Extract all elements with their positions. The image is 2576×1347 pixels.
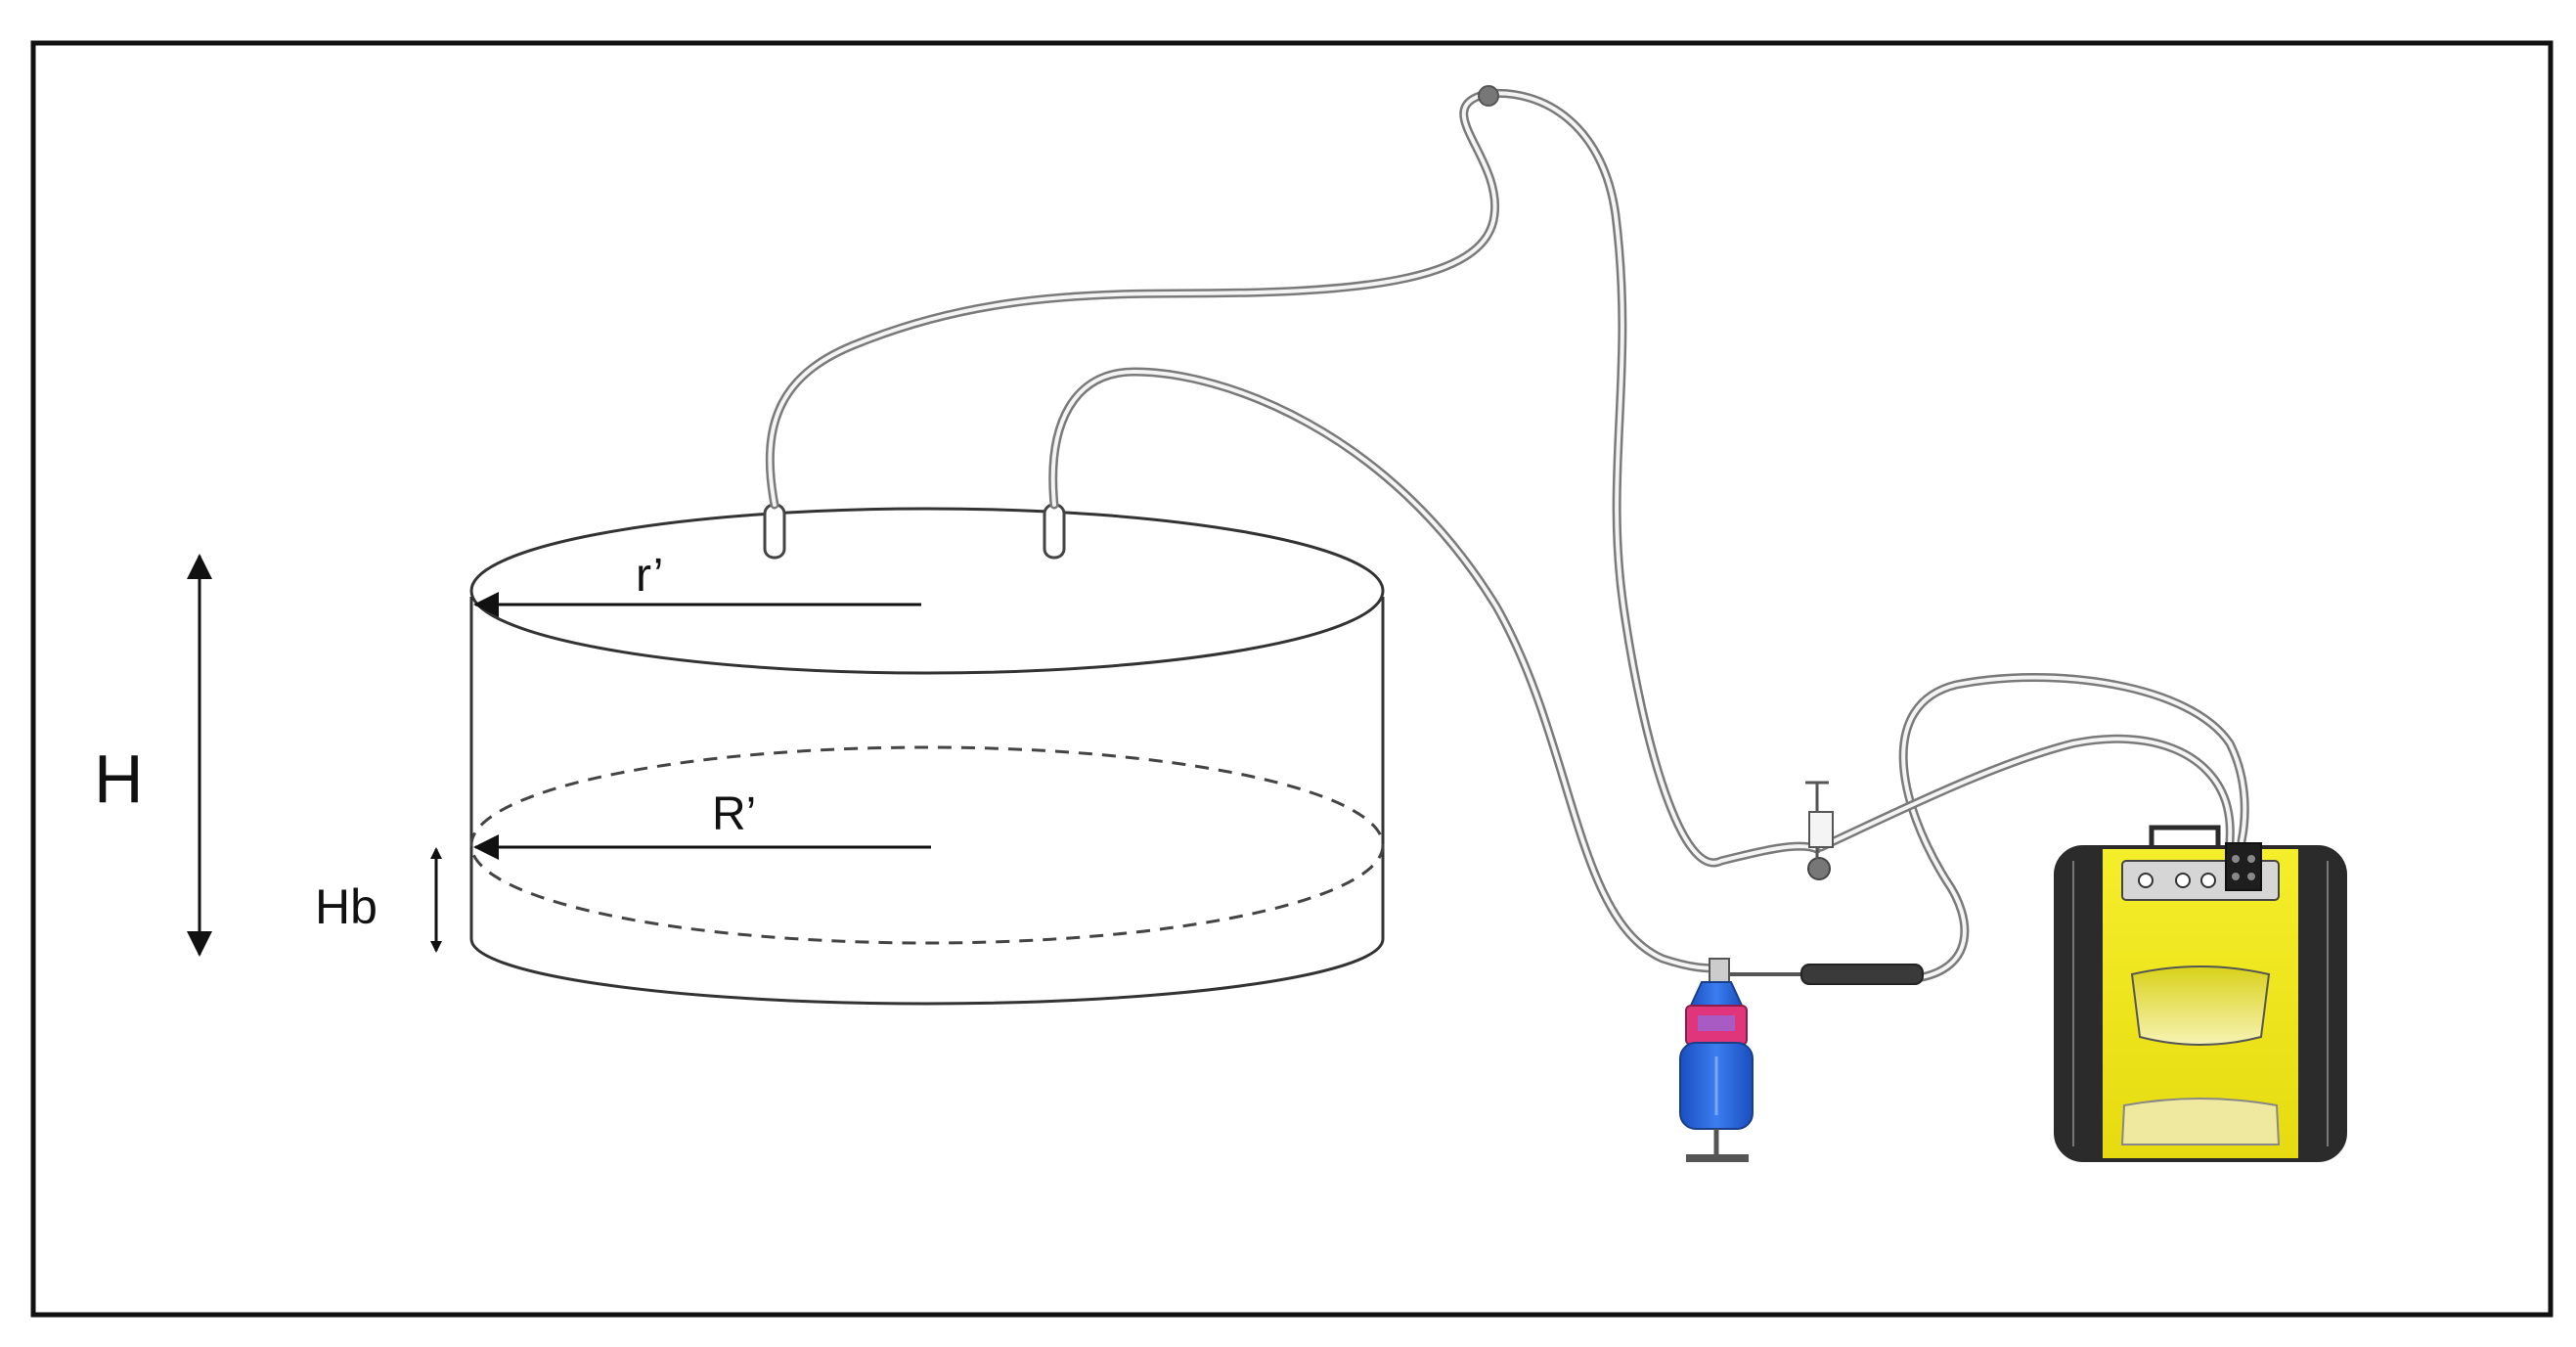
tube-chamber-to-vessel-inner [1050, 370, 1723, 970]
tube-connector-top [1478, 85, 1499, 107]
vessel-stand-base [1686, 1154, 1749, 1162]
flux-chamber [469, 503, 1385, 1006]
tubing [765, 85, 2249, 983]
chamber-port-inlet [763, 503, 786, 560]
label-H: H [94, 741, 144, 817]
tube-junction-connector [1807, 857, 1831, 880]
analyzer-knob-1 [2138, 873, 2154, 888]
figure-frame [30, 40, 2554, 1318]
analyzer-front-window [2130, 965, 2271, 1046]
valve-clip [1805, 781, 1834, 859]
analyzer-knob-3 [2200, 873, 2216, 888]
tube-probe-to-analyzer-inner [1901, 675, 2247, 980]
sampling-vessel [1679, 958, 1924, 1162]
soil-base-ellipse [469, 745, 1385, 945]
analyzer-gas-ports [2225, 842, 2262, 891]
chamber-top-ellipse [469, 507, 1385, 675]
label-r-prime: r’ [636, 550, 663, 602]
chamber-port-outlet [1043, 503, 1066, 560]
probe-filter [1800, 964, 1924, 985]
tube-chamber-to-junction-inner [768, 91, 1819, 865]
label-R-prime: R’ [712, 788, 756, 840]
label-Hb: Hb [315, 879, 378, 934]
analyzer-handle [2149, 825, 2221, 851]
chamber-bottom-edge [469, 938, 1385, 1006]
gas-analyzer [2054, 825, 2347, 1162]
analyzer-lower-window [2120, 1098, 2281, 1145]
analyzer-knob-2 [2175, 873, 2191, 888]
tube-junction-to-analyzer-inner [1819, 737, 2233, 849]
tube-junction-to-analyzer-outer [1816, 734, 2235, 852]
